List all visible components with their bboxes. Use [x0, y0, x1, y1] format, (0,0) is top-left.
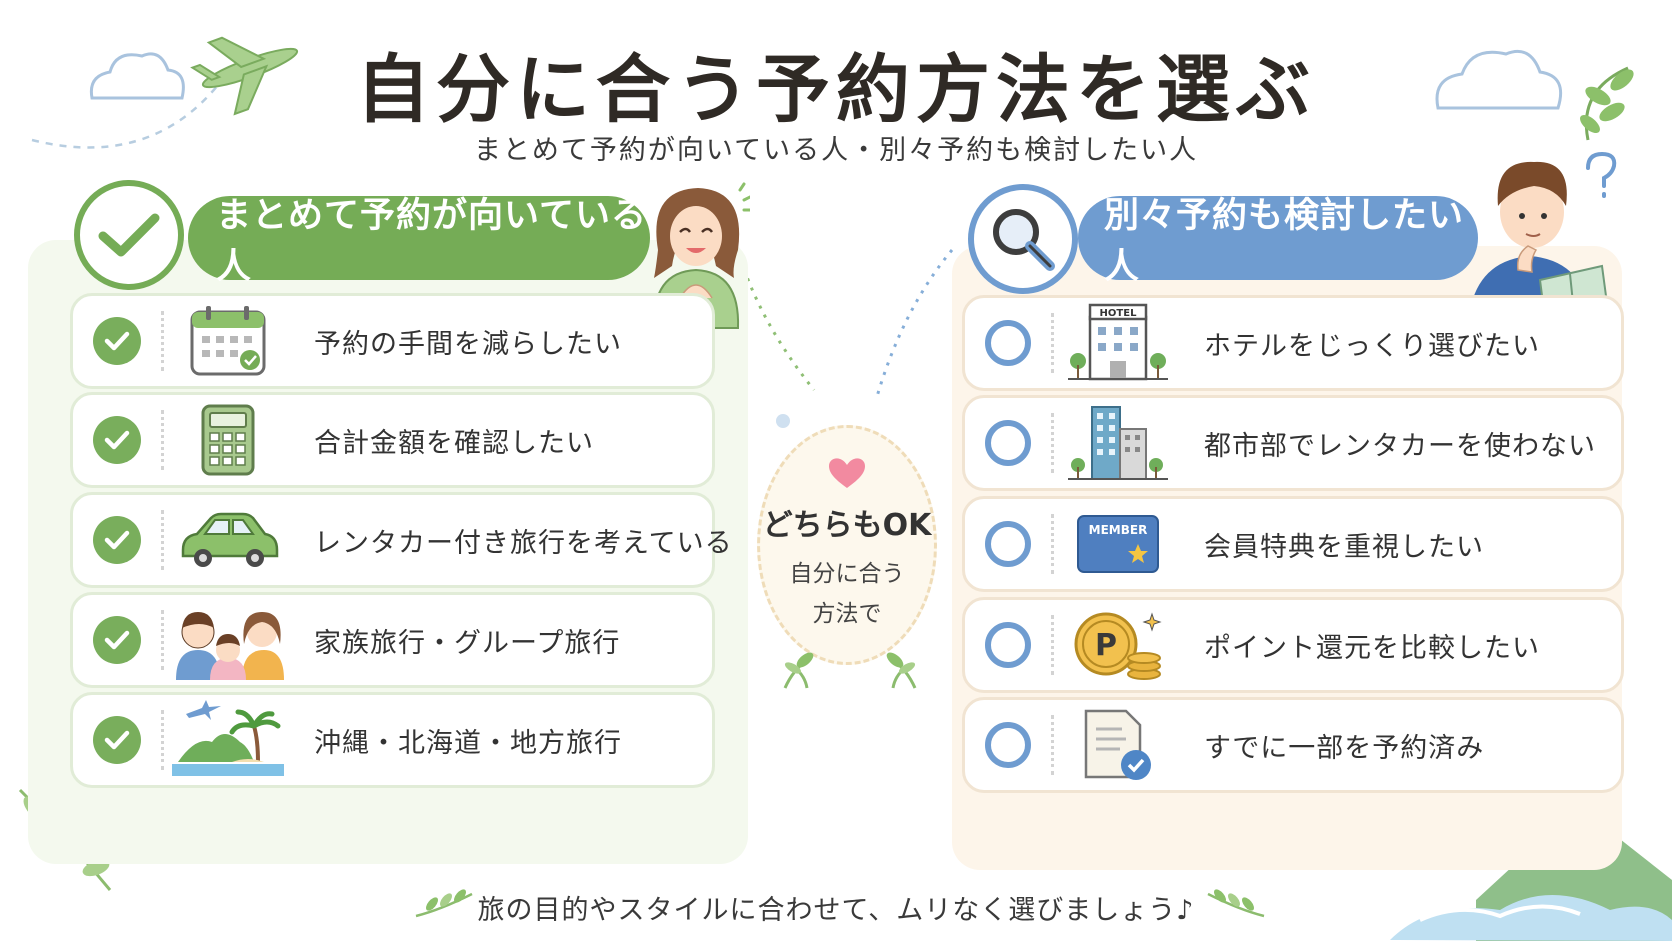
left-item-2: 合計金額を確認したい	[70, 392, 715, 488]
member-card-icon: MEMBER	[1062, 502, 1174, 586]
right-header-label: 別々予約も検討したい人	[1104, 196, 1465, 287]
center-dot	[776, 414, 790, 428]
item-label: ホテルをじっくり選びたい	[1204, 330, 1540, 362]
center-message: どちらもOK 自分に合う 方法で	[757, 425, 937, 665]
page-subtitle: まとめて予約が向いている人・別々予約も検討したい人	[473, 135, 1199, 166]
check-icon	[93, 516, 141, 564]
item-label: 家族旅行・グループ旅行	[314, 627, 621, 659]
right-item-4: P ポイント還元を比較したい	[962, 597, 1624, 693]
item-label: 合計金額を確認したい	[314, 427, 594, 459]
cloud-icon	[89, 52, 185, 100]
check-icon	[93, 317, 141, 365]
right-item-5: すでに一部を予約済み	[962, 697, 1624, 793]
footer-message: 旅の目的やスタイルに合わせて、ムリなく選びましょう♪	[477, 895, 1195, 926]
car-icon	[172, 498, 284, 582]
item-label: すでに一部を予約済み	[1204, 732, 1485, 764]
circle-icon	[985, 320, 1031, 366]
left-header-label: まとめて予約が向いている人	[216, 196, 647, 287]
separator	[161, 311, 164, 371]
circle-icon	[985, 722, 1031, 768]
right-item-3: MEMBER 会員特典を重視したい	[962, 496, 1624, 592]
calculator-icon	[172, 398, 284, 482]
leaves-icon	[1580, 66, 1634, 141]
separator	[1051, 514, 1054, 574]
item-label: 沖縄・北海道・地方旅行	[314, 727, 622, 759]
separator	[161, 710, 164, 770]
circle-icon	[985, 521, 1031, 567]
circle-icon	[985, 622, 1031, 668]
left-header: まとめて予約が向いている人	[188, 196, 650, 287]
sprout-icon	[783, 652, 917, 689]
check-icon	[93, 416, 141, 464]
footer-leaf-right-icon	[1207, 889, 1265, 918]
heart-icon	[829, 458, 865, 488]
item-label: ポイント還元を比較したい	[1204, 632, 1540, 664]
hotel-sign: HOTEL	[1100, 308, 1138, 319]
right-item-2: 都市部でレンタカーを使わない	[962, 395, 1624, 491]
check-icon	[93, 716, 141, 764]
item-label: レンタカー付き旅行を考えている	[314, 527, 733, 559]
family-icon	[172, 598, 284, 682]
airplane-icon	[190, 36, 299, 116]
item-label: 予約の手間を減らしたい	[314, 328, 622, 360]
footer-leaf-left-icon	[415, 889, 473, 918]
check-badge-icon	[74, 180, 184, 290]
separator	[1051, 313, 1054, 373]
item-label: 会員特典を重視したい	[1204, 531, 1484, 563]
point-coin-icon: P	[1062, 603, 1174, 687]
center-line-2: 方法で	[812, 601, 882, 627]
left-item-4: 家族旅行・グループ旅行	[70, 592, 715, 688]
city-buildings-icon	[1062, 401, 1174, 485]
right-item-1: HOTEL ホテルをじっくり選びたい	[962, 295, 1624, 391]
left-item-3: レンタカー付き旅行を考えている	[70, 492, 732, 588]
island-icon	[172, 698, 284, 782]
mountain-icon	[1390, 806, 1672, 941]
document-check-icon	[1062, 703, 1174, 787]
separator	[1051, 715, 1054, 775]
page-title: 自分に合う予約方法を選ぶ	[356, 47, 1316, 133]
left-item-1: 予約の手間を減らしたい	[70, 293, 715, 389]
left-item-5: 沖縄・北海道・地方旅行	[70, 692, 715, 788]
center-line-1: 自分に合う	[789, 561, 905, 587]
point-letter: P	[1095, 628, 1117, 663]
separator	[1051, 615, 1054, 675]
cloud-icon	[1435, 49, 1563, 110]
hotel-icon: HOTEL	[1062, 301, 1174, 385]
separator	[161, 510, 164, 570]
separator	[161, 610, 164, 670]
check-icon	[93, 616, 141, 664]
member-card-text: MEMBER	[1089, 523, 1148, 537]
flight-path	[31, 79, 223, 149]
magnifier-badge-icon	[968, 184, 1078, 294]
connector-line	[874, 249, 954, 401]
item-label: 都市部でレンタカーを使わない	[1204, 430, 1596, 462]
calendar-icon	[172, 299, 284, 383]
center-headline: どちらもOK	[762, 508, 932, 543]
right-header: 別々予約も検討したい人	[1078, 196, 1478, 287]
circle-icon	[985, 420, 1031, 466]
separator	[161, 410, 164, 470]
separator	[1051, 413, 1054, 473]
